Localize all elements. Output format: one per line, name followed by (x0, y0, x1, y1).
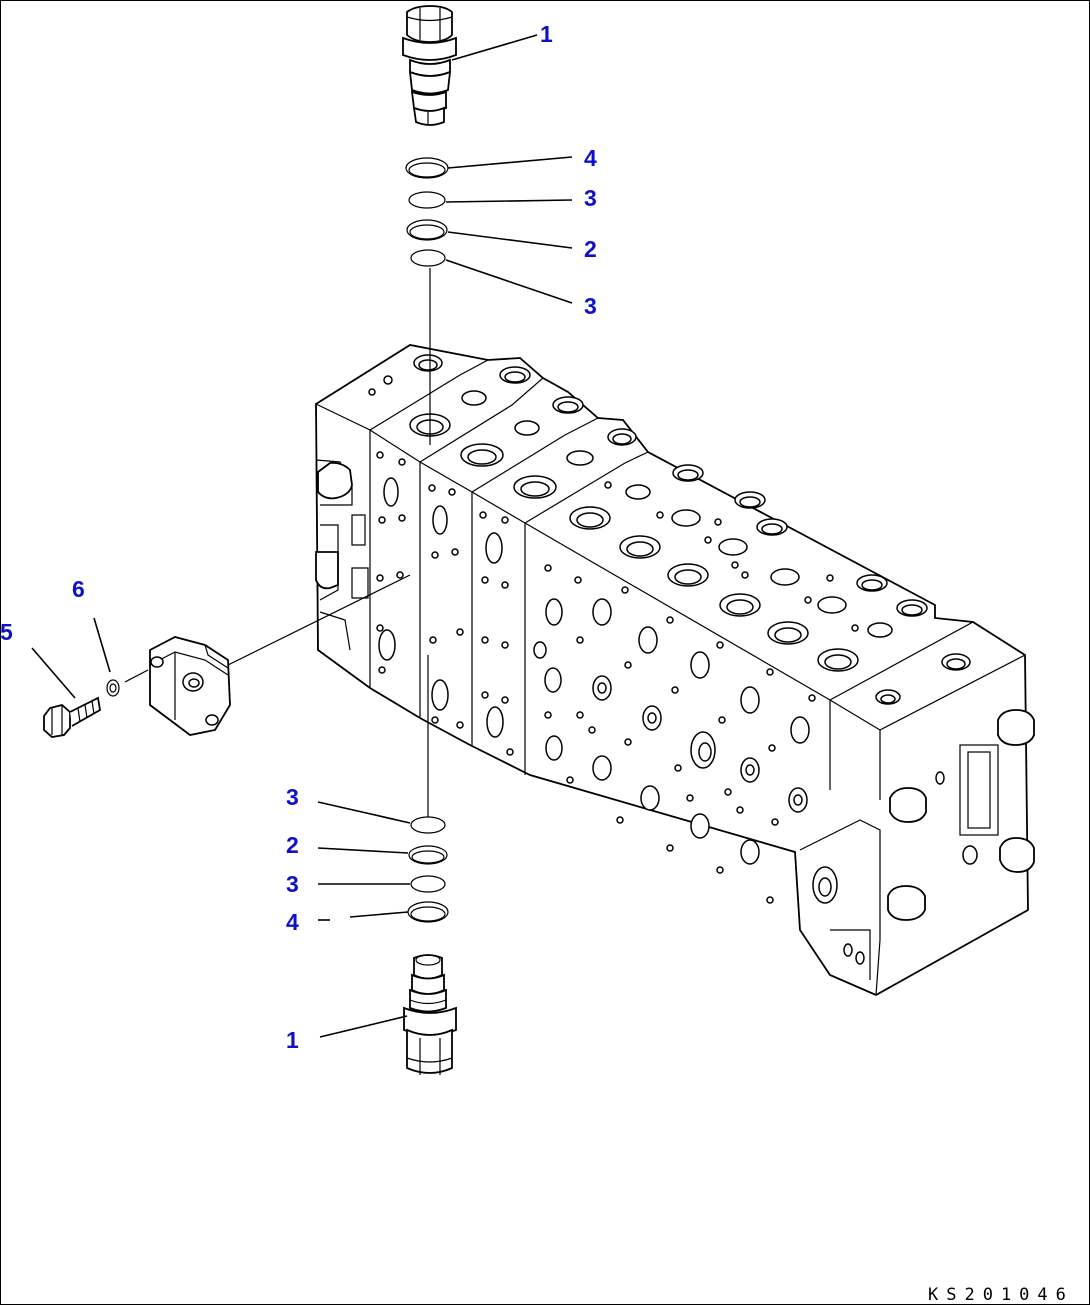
callout-2-bottom: 2 (286, 832, 299, 858)
callout-labels: 1 4 3 2 3 6 5 3 2 3 4 1 (0, 21, 597, 1053)
callout-5: 5 (0, 619, 13, 645)
callout-4-bottom: 4 (286, 909, 299, 935)
callout-1-top: 1 (540, 21, 553, 47)
relief-valve-bottom (403, 954, 457, 1075)
relief-valve-top (402, 5, 457, 126)
side-cover-axis-line (227, 574, 411, 666)
washer (106, 679, 120, 697)
callout-6: 6 (72, 576, 85, 602)
callout-3-bottom-a: 3 (286, 784, 299, 810)
callout-3-bottom-b: 3 (286, 871, 299, 897)
leader-lines (31, 34, 573, 1038)
front-face-holes (376, 451, 978, 965)
control-valve-body (315, 344, 1035, 997)
callout-2-top: 2 (584, 236, 597, 262)
callout-4-top: 4 (584, 145, 597, 171)
callout-3-top-a: 3 (584, 185, 597, 211)
hex-plugs (315, 461, 1035, 921)
side-cover (149, 636, 231, 736)
callout-1-bottom: 1 (286, 1027, 299, 1053)
top-ports (368, 354, 971, 705)
seal-stack-top (405, 157, 449, 267)
hex-bolt (43, 696, 101, 738)
drawing-code: KS201046 (928, 1285, 1074, 1305)
callout-3-top-b: 3 (584, 293, 597, 319)
seal-stack-bottom (407, 816, 449, 923)
